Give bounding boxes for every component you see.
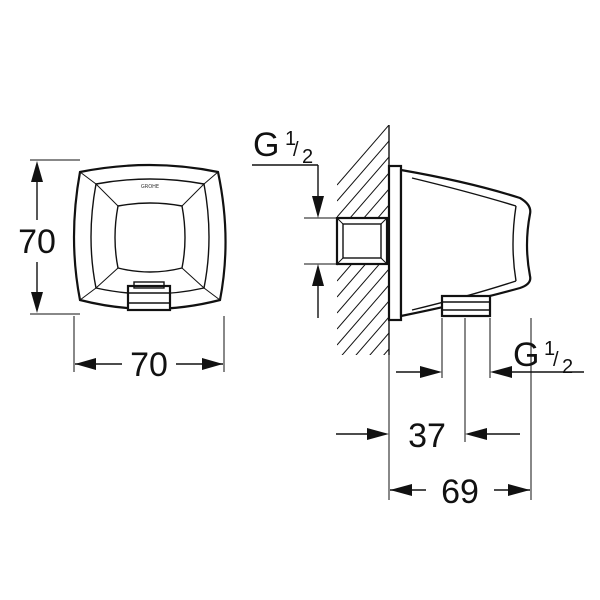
brand-mark: GROHE — [141, 184, 159, 190]
wall-hatch-line — [341, 300, 389, 355]
side-view — [335, 125, 532, 489]
wall-hatch-line — [337, 284, 389, 346]
front-width-label: 70 — [130, 346, 168, 384]
wall-hatch-line — [337, 429, 389, 489]
right-thread-slash: / — [553, 349, 559, 371]
depth-dimension-label: 69 — [441, 473, 479, 511]
right-thread-label: G — [513, 336, 539, 374]
wall-hatch-line — [337, 413, 389, 473]
wall-hatch-line — [337, 125, 389, 186]
wall-hatch-line — [337, 365, 389, 425]
front-view: GROHE — [72, 163, 227, 312]
wall-hatch-line — [337, 397, 389, 457]
top-thread-slash: / — [293, 139, 299, 161]
wall-hatch-line — [337, 268, 389, 330]
depth-dimension: 69 — [390, 318, 532, 511]
top-thread-label: G — [253, 126, 279, 164]
front-height-label: 70 — [18, 223, 56, 261]
front-height-dimension: 70 — [18, 159, 80, 315]
right-thread-den: 2 — [562, 356, 573, 378]
top-thread-callout: G 1 / 2 — [252, 126, 337, 318]
wall-hatch-line — [369, 332, 389, 355]
front-outlet-nut — [126, 284, 172, 312]
side-outlet-nut — [440, 294, 492, 318]
top-thread-den: 2 — [302, 146, 313, 168]
wall-hatch-line — [383, 348, 389, 355]
outlet-dimension: 37 — [336, 318, 520, 500]
right-thread-callout: G 1 / 2 — [396, 318, 584, 378]
wall-connection — [335, 216, 389, 266]
wall-hatch-line — [337, 156, 389, 218]
outlet-dimension-label: 37 — [408, 417, 446, 455]
top-thread-num: 1 — [285, 128, 296, 150]
wall-hatch-line — [355, 316, 389, 355]
side-rosette — [387, 164, 403, 322]
right-thread-num: 1 — [544, 338, 555, 360]
front-width-dimension: 70 — [73, 316, 225, 384]
wall-hatch-line — [337, 140, 389, 202]
